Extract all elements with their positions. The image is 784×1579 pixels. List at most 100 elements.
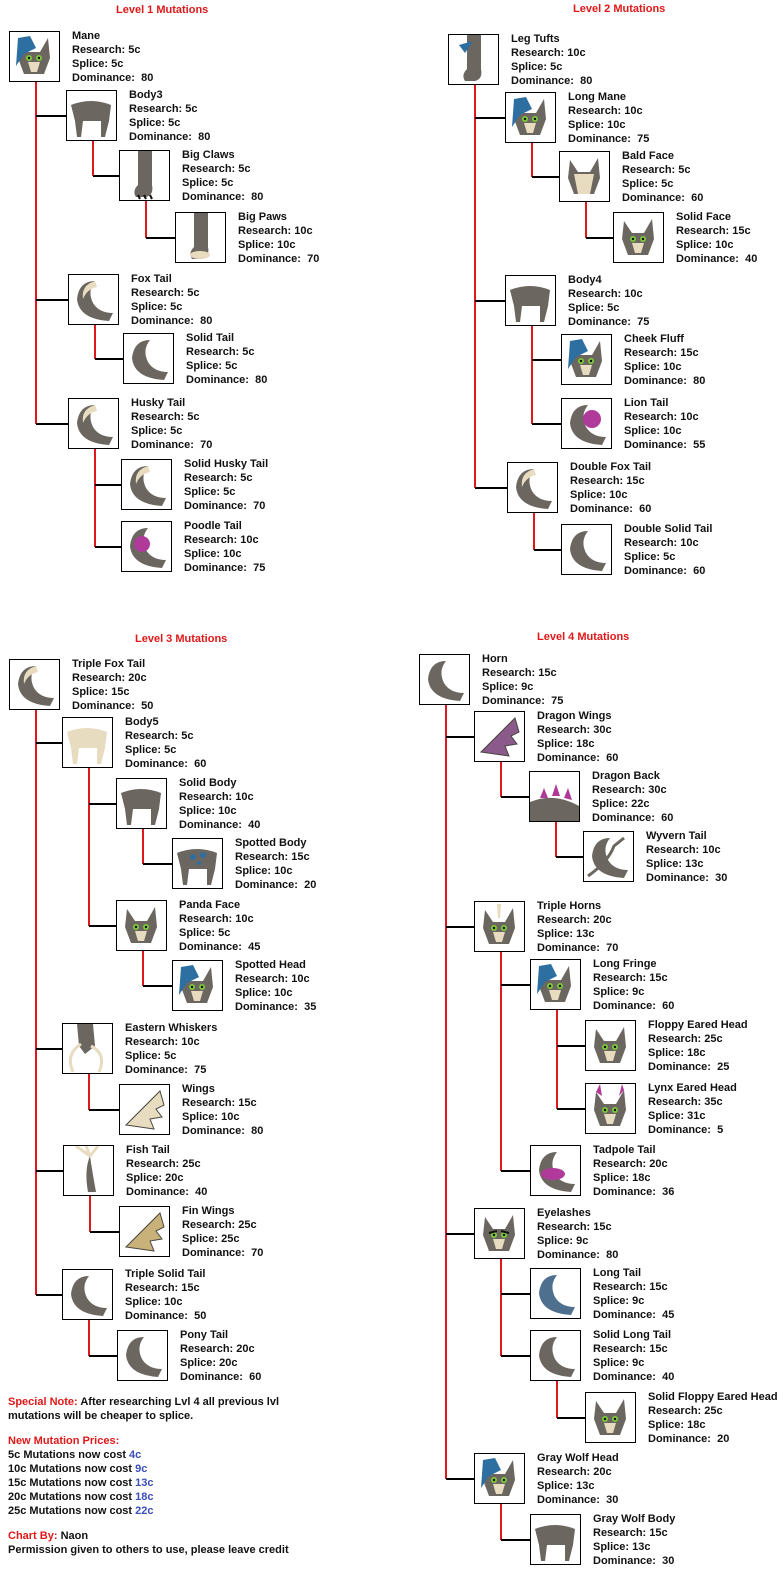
dominance-label: Dominance: [238,253,301,265]
dominance-label: Dominance: [126,1186,189,1198]
splice-row: Splice: 18c [593,1171,674,1185]
splice-label: Splice: [624,551,661,563]
mutation-info: Husky Tail Research: 5c Splice: 5c Domin… [131,396,212,452]
splice-value: 5c [225,360,238,372]
splice-row: Splice: 18c [648,1418,778,1432]
splice-value: 10c [607,119,626,131]
dominance-label: Dominance: [646,872,709,884]
dominance-row: Dominance: 80 [182,190,263,204]
dominance-value: 50 [141,700,154,712]
mutation-name: Fox Tail [131,273,172,285]
dominance-value: 36 [662,1186,675,1198]
dominance-row: Dominance: 80 [131,314,212,328]
mutation-name: Solid Floppy Eared Head [648,1391,778,1403]
splice-row: Splice: 5c [184,485,268,499]
poodle-tail-thumbnail [121,521,172,572]
splice-label: Splice: [179,805,216,817]
price-prefix: Mutations now cost [29,1463,133,1475]
research-value: 10c [235,791,254,803]
research-label: Research: [593,1158,647,1170]
mutation-info: Leg Tufts Research: 10c Splice: 5c Domin… [511,32,592,88]
dominance-row: Dominance: 60 [125,757,206,771]
research-value: 10c [291,973,310,985]
research-label: Research: [179,913,233,925]
research-value: 5c [238,163,251,175]
splice-label: Splice: [624,425,661,437]
dominance-label: Dominance: [131,439,194,451]
splice-value: 10c [274,865,293,877]
price-to: 13c [135,1477,154,1489]
mutation-name: Panda Face [179,899,241,911]
research-label: Research: [179,791,233,803]
dominance-row: Dominance: 5 [648,1123,737,1137]
dominance-label: Dominance: [537,752,600,764]
splice-label: Splice: [537,928,574,940]
research-row: Research: 20c [593,1157,674,1171]
dominance-value: 80 [580,75,593,87]
research-label: Research: [622,164,676,176]
research-label: Research: [235,851,289,863]
dominance-label: Dominance: [125,1064,188,1076]
price-to: 4c [129,1449,142,1461]
section-title-level-1: Level 1 Mutations [116,4,209,16]
eastern-whiskers-thumbnail [62,1023,113,1074]
mutation-info: Double Fox Tail Research: 15c Splice: 10… [570,460,651,516]
cheek-fluff-thumbnail [561,334,612,385]
mutation-info: Long Tail Research: 15c Splice: 9c Domin… [593,1266,674,1322]
research-value: 15c [649,972,668,984]
splice-row: Splice: 10c [238,238,319,252]
splice-row: Splice: 13c [537,1479,619,1493]
dominance-row: Dominance: 70 [184,499,268,513]
mane-thumbnail [9,31,60,82]
mutation-info: Big Paws Research: 10c Splice: 10c Domin… [238,210,319,266]
dominance-label: Dominance: [235,1001,298,1013]
dominance-row: Dominance: 70 [182,1246,263,1260]
dominance-value: 70 [253,500,266,512]
solid-tail-thumbnail [123,333,174,384]
splice-value: 5c [218,927,231,939]
dominance-label: Dominance: [624,375,687,387]
research-value: 5c [181,730,194,742]
mutation-info: Fish Tail Research: 25c Splice: 20c Domi… [126,1143,207,1199]
splice-label: Splice: [648,1047,685,1059]
dominance-label: Dominance: [186,374,249,386]
dominance-label: Dominance: [131,315,194,327]
research-label: Research: [624,537,678,549]
splice-row: Splice: 13c [537,927,618,941]
research-row: Research: 15c [593,1342,674,1356]
mutation-name: Dragon Back [592,770,660,782]
special-note-text: After researching Lvl 4 all previous lvl… [8,1396,280,1422]
splice-row: Splice: 5c [624,550,712,564]
dominance-label: Dominance: [624,439,687,451]
dominance-label: Dominance: [179,819,242,831]
dominance-row: Dominance: 40 [179,818,260,832]
research-value: 20c [236,1343,255,1355]
research-row: Research: 10c [646,843,727,857]
mutation-info: Solid Long Tail Research: 15c Splice: 9c… [593,1328,674,1384]
mutation-name: Body4 [568,274,602,286]
research-value: 5c [678,164,691,176]
dominance-label: Dominance: [593,1371,656,1383]
dominance-label: Dominance: [482,695,545,707]
splice-label: Splice: [568,302,605,314]
splice-value: 18c [632,1172,651,1184]
price-to: 9c [135,1463,148,1475]
lynx-eared-head-thumbnail [585,1083,636,1134]
research-row: Research: 15c [593,1280,674,1294]
splice-value: 20c [165,1172,184,1184]
mutation-name: Eastern Whiskers [125,1022,218,1034]
mutation-info: Long Fringe Research: 15c Splice: 9c Dom… [593,957,674,1013]
research-label: Research: [593,1343,647,1355]
splice-label: Splice: [179,927,216,939]
splice-label: Splice: [622,178,659,190]
dominance-value: 20 [304,879,317,891]
splice-label: Splice: [125,1296,162,1308]
research-label: Research: [568,288,622,300]
credit-line: Chart By: Naon [8,1529,298,1543]
horn-thumbnail [419,654,470,705]
splice-value: 18c [687,1419,706,1431]
dominance-value: 60 [606,752,619,764]
dominance-row: Dominance: 40 [593,1370,674,1384]
